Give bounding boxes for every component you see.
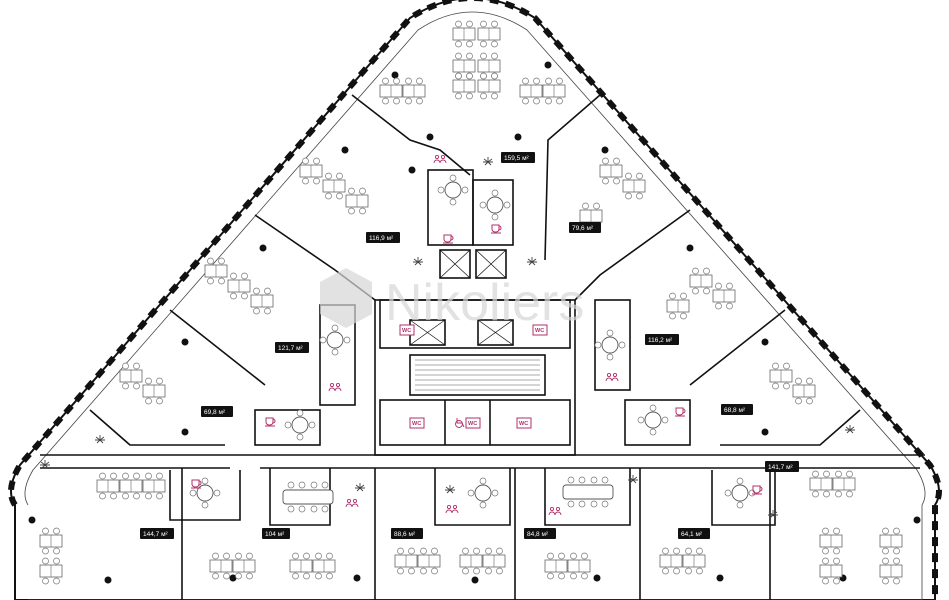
svg-text:69,8 м²: 69,8 м² <box>204 409 226 416</box>
svg-text:121,7 м²: 121,7 м² <box>278 345 304 352</box>
area-label-s1: 104 м² <box>262 528 290 539</box>
area-label-east-mid: 116,2 м² <box>645 334 679 345</box>
area-label-east-lower: 68,8 м² <box>721 404 753 415</box>
svg-text:WC: WC <box>402 328 411 334</box>
structural-columns <box>28 61 921 584</box>
area-label-east-tip: 141,7 м² <box>765 461 799 472</box>
area-label-s2: 88,6 м² <box>391 528 423 539</box>
wheelchair-icon <box>455 418 465 428</box>
area-label-west-lower: 69,8 м² <box>201 406 233 417</box>
area-label-west-mid: 121,7 м² <box>275 342 309 353</box>
area-label-sw: 144,7 м² <box>140 528 174 539</box>
svg-text:WC: WC <box>412 421 421 427</box>
svg-text:159,5 м²: 159,5 м² <box>504 155 530 162</box>
watermark-logo: Nikoliers <box>320 268 584 332</box>
svg-text:88,6 м²: 88,6 м² <box>394 531 416 538</box>
svg-text:WC: WC <box>468 421 477 427</box>
svg-text:WC: WC <box>535 328 544 334</box>
svg-text:68,8 м²: 68,8 м² <box>724 407 746 414</box>
area-label-nw-upper: 116,9 м² <box>366 232 400 243</box>
wc-badge-3: WC <box>409 417 425 429</box>
svg-text:84,8 м²: 84,8 м² <box>527 531 549 538</box>
building-core <box>254 169 691 456</box>
interior-walls <box>40 94 925 600</box>
core-stairs <box>415 359 540 391</box>
svg-text:Nikoliers: Nikoliers <box>385 274 584 332</box>
wc-badge-4: WC <box>465 417 481 429</box>
svg-text:WC: WC <box>519 421 528 427</box>
svg-text:79,6 м²: 79,6 м² <box>572 225 594 232</box>
svg-text:116,9 м²: 116,9 м² <box>369 235 394 242</box>
area-label-north: 159,5 м² <box>501 152 535 163</box>
svg-text:141,7 м²: 141,7 м² <box>768 464 794 471</box>
svg-text:104 м²: 104 м² <box>265 531 285 538</box>
svg-text:116,2 м²: 116,2 м² <box>648 337 673 344</box>
area-label-s4: 64,1 м² <box>678 528 710 539</box>
svg-text:144,7 м²: 144,7 м² <box>143 531 169 538</box>
svg-text:64,1 м²: 64,1 м² <box>681 531 703 538</box>
area-label-ne-upper: 79,6 м² <box>569 222 601 233</box>
wc-badge-5: WC <box>516 417 532 429</box>
wc-badge-1: WC <box>399 324 415 336</box>
wc-badge-2: WC <box>532 324 548 336</box>
area-label-s3: 84,8 м² <box>524 528 556 539</box>
